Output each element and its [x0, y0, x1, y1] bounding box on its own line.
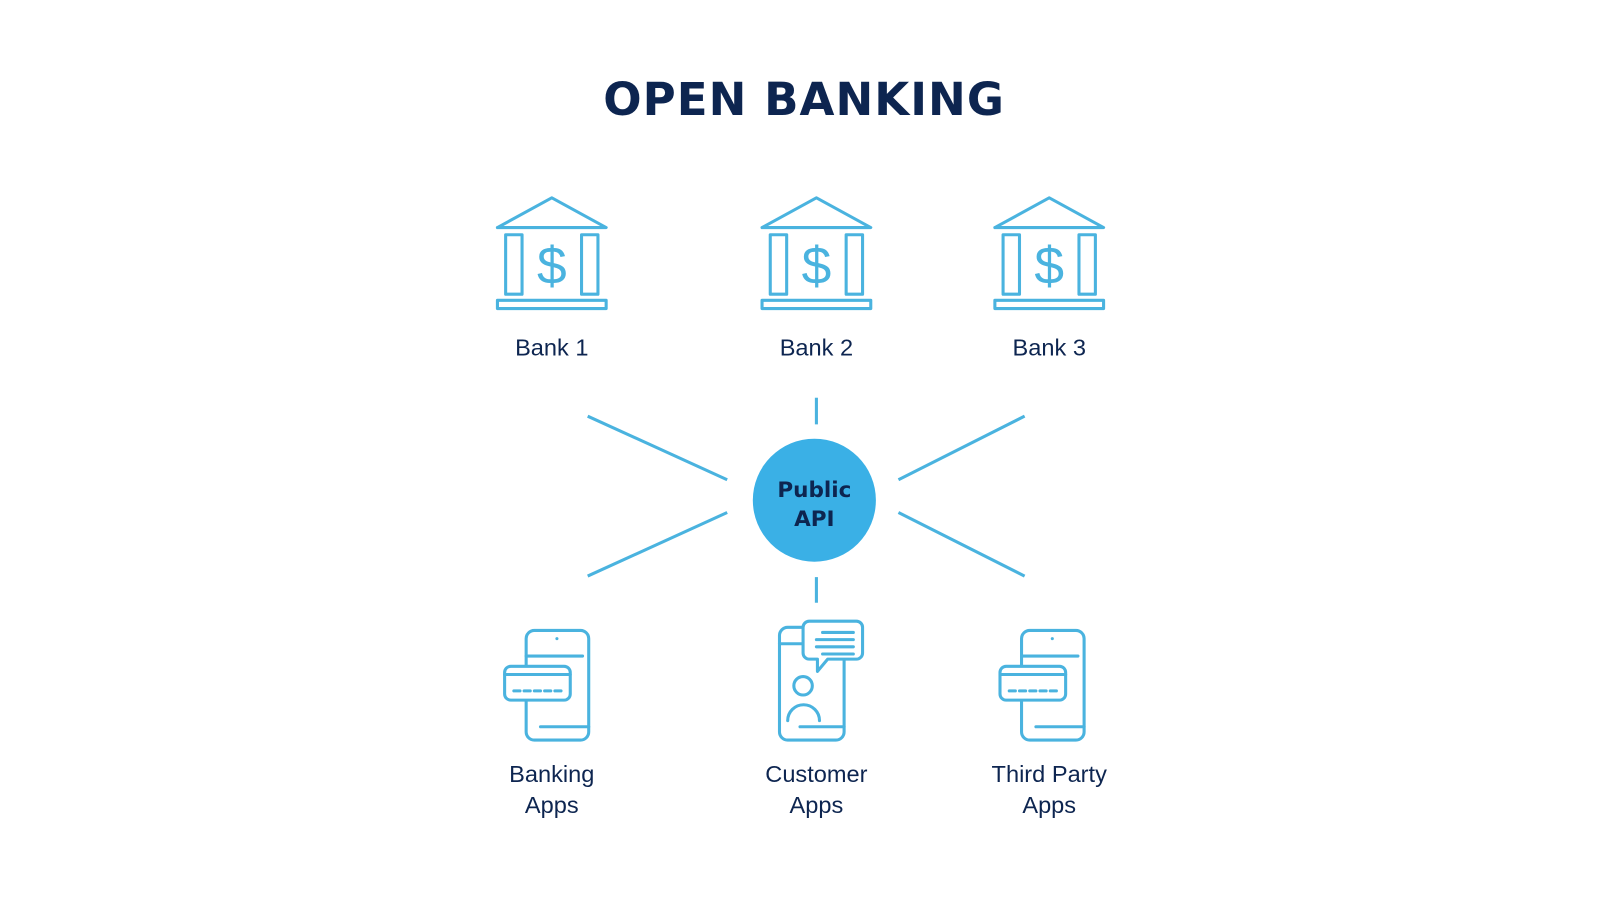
hub-label-line1: Public	[777, 478, 851, 503]
dollar-icon: $	[537, 237, 567, 296]
app-label-line2: Apps	[1022, 792, 1076, 818]
dollar-icon: $	[1034, 237, 1064, 296]
connector-line	[897, 511, 1026, 578]
phone-card-icon	[503, 628, 591, 742]
diagram-title: OPEN BANKING	[603, 73, 1005, 126]
phone-card-icon	[998, 628, 1086, 742]
bank-1: $ Bank 1	[495, 196, 608, 361]
bank-label: Bank 2	[780, 335, 853, 361]
public-api-hub: Public API	[752, 438, 876, 562]
bank-label: Bank 1	[515, 335, 588, 361]
bank-label: Bank 3	[1013, 335, 1086, 361]
app-label-line1: Banking	[509, 761, 594, 787]
hub-circle	[752, 438, 876, 562]
banking-apps: Banking Apps	[503, 628, 594, 818]
app-label-line1: Third Party	[992, 761, 1108, 787]
phone-chat-user-icon	[777, 619, 865, 742]
customer-apps: Customer Apps	[765, 619, 868, 818]
hub-label-line2: API	[794, 507, 834, 532]
app-label-line2: Apps	[790, 792, 844, 818]
bank-3: $ Bank 3	[993, 196, 1106, 361]
dollar-icon: $	[802, 237, 832, 296]
connector-line	[587, 414, 728, 482]
app-label-line2: Apps	[525, 792, 579, 818]
connector-line	[587, 511, 728, 578]
bank-2: $ Bank 2	[760, 196, 873, 361]
app-label-line1: Customer	[765, 761, 867, 787]
connector-lines	[587, 397, 1026, 603]
connector-line	[897, 414, 1026, 482]
third-party-apps: Third Party Apps	[992, 628, 1108, 818]
